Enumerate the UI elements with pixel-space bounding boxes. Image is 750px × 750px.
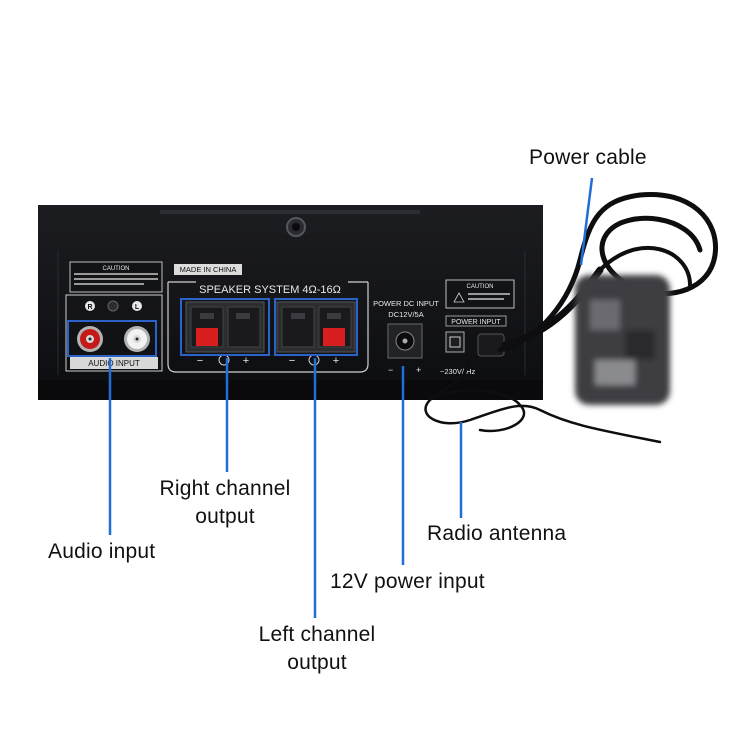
callout-lines [108, 177, 594, 618]
made-in-china-label: MADE IN CHINA [180, 265, 237, 274]
blurred-plug [575, 275, 670, 405]
right-channel-line1: Right channel [159, 477, 291, 500]
audio-input-highlight [67, 320, 157, 357]
right-terminal-plus: + [243, 355, 249, 367]
left-channel-line1: Left channel [258, 623, 376, 646]
channel-r-label: R [87, 304, 92, 311]
right-channel-line2: output [195, 505, 255, 528]
mains-voltage-label: ~230V/ Hz [440, 367, 475, 376]
dc-polarity-plus: + [416, 365, 421, 375]
power-cable-label: Power cable [529, 146, 647, 169]
power-input-label: POWER INPUT [451, 319, 501, 326]
power-input-12v-label: 12V power input [330, 570, 485, 593]
right-terminal-minus: − [197, 355, 203, 367]
mains-power-panel: CAUTION POWER INPUT ~230V/ Hz [440, 279, 515, 376]
power-dc-input-line1: POWER DC INPUT [373, 299, 439, 308]
right-channel-output-label: Right channel output [145, 475, 305, 531]
dc-power-input-panel: POWER DC INPUT DC12V/5A − + [373, 299, 439, 375]
left-channel-highlight [274, 298, 358, 356]
left-terminal-plus: + [333, 355, 339, 367]
radio-antenna-wire [424, 358, 662, 444]
audio-input-label: AUDIO INPUT [88, 359, 140, 368]
right-channel-highlight [180, 298, 270, 356]
radio-antenna-label: Radio antenna [427, 522, 567, 545]
power-cable-callout-line [579, 177, 594, 266]
power-dc-input-line2: DC12V/5A [388, 310, 423, 319]
speaker-system-label: SPEAKER SYSTEM 4Ω-16Ω [199, 284, 341, 296]
audio-input-panel: R L AUDIO INPUT [65, 294, 163, 372]
caution-right-title: CAUTION [467, 284, 494, 290]
caution-left-title: CAUTION [103, 266, 130, 272]
audio-input-label: Audio input [48, 540, 156, 563]
caution-sticker-left: CAUTION [69, 261, 163, 293]
channel-l-label: L [135, 304, 140, 311]
left-channel-line2: output [287, 651, 347, 674]
speaker-terminal-panel: MADE IN CHINA SPEAKER SYSTEM 4Ω-16Ω − + … [167, 264, 369, 373]
left-channel-output-label: Left channel output [237, 621, 397, 677]
left-terminal-minus: − [289, 355, 295, 367]
dc-polarity-minus: − [388, 365, 393, 375]
